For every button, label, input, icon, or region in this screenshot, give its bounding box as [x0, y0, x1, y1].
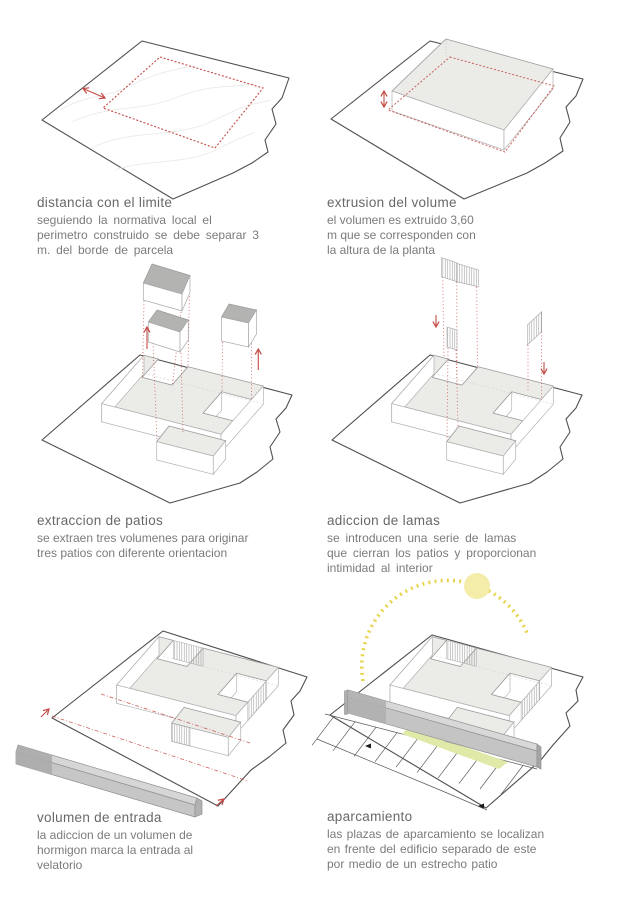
caption-distancia-con-el-limite: distancia con el limite seguiendo la nor… — [37, 195, 277, 259]
sun-path-arc — [359, 578, 529, 682]
entry-wall — [344, 689, 542, 770]
panel-description: seguiendo la normativa local el perimetr… — [37, 213, 259, 258]
caption-extraccion-de-patios: extraccion de patios se extraen tres vol… — [37, 513, 292, 561]
projection-dotted-lines — [142, 292, 252, 442]
patio-strip-highlight — [402, 727, 508, 769]
diagram-extraccion-de-patios — [41, 263, 293, 504]
panel-title: aparcamiento — [327, 809, 413, 824]
terrain-contours — [59, 65, 271, 171]
caption-adiccion-de-lamas: adiccion de lamas se introducen una seri… — [327, 513, 572, 577]
caption-aparcamiento: aparcamiento las plazas de aparcamiento … — [327, 809, 587, 873]
louver-panels — [441, 257, 542, 351]
panel-title: extraccion de patios — [37, 513, 164, 528]
panel-title: extrusion del volume — [327, 195, 457, 210]
panel-title: distancia con el limite — [37, 195, 173, 210]
panel-description: el volumen es extruido 3,60 m que se cor… — [327, 213, 476, 258]
extraction-arrows-up — [143, 325, 262, 370]
panel-description: se introducen una serie de lamas que cie… — [327, 531, 537, 576]
diagram-aparcamiento — [311, 573, 584, 811]
panel-description: se extraen tres volumenes para originar … — [37, 531, 249, 561]
entry-concrete-bar — [15, 744, 203, 818]
entry-direction-arrows — [40, 708, 225, 807]
diagram-volumen-de-entrada — [15, 630, 308, 818]
extracted-volume-boxes — [142, 263, 258, 354]
extruded-volume — [391, 38, 554, 151]
diagram-adiccion-de-lamas — [331, 257, 583, 504]
insertion-arrows-down — [432, 315, 548, 376]
panel-title: volumen de entrada — [37, 810, 162, 825]
panel-description: las plazas de aparcamiento se localizan … — [327, 827, 545, 872]
direction-markers — [365, 743, 484, 809]
diagram-distancia-con-el-limite — [41, 40, 290, 200]
setback-dimension-arrow — [81, 87, 107, 100]
panel-title: adiccion de lamas — [327, 513, 441, 528]
footprint-dashed-outline — [387, 56, 555, 153]
panel-description: la adiccion de un volumen de hormigon ma… — [37, 828, 194, 873]
caption-volumen-de-entrada: volumen de entrada la adiccion de un vol… — [37, 810, 242, 874]
diagram-extrusion-del-volume — [330, 38, 584, 200]
caption-extrusion-del-volume: extrusion del volume el volumen es extru… — [327, 195, 512, 259]
site-boundary — [41, 40, 290, 200]
axis-dashed-lines — [51, 693, 251, 782]
sun-icon — [464, 573, 490, 599]
